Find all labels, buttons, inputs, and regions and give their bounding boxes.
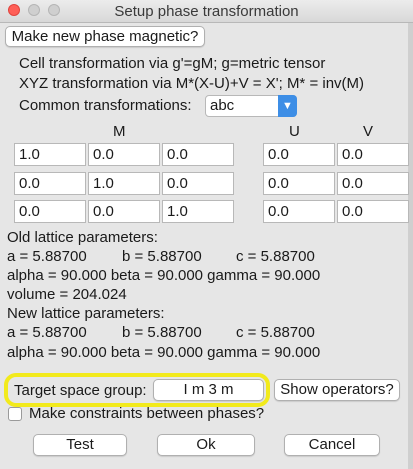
matrix-m-cell[interactable]: 1.0 bbox=[88, 172, 160, 195]
old-lattice-a: a = 5.88700 bbox=[7, 248, 87, 265]
matrix-m-cell[interactable]: 0.0 bbox=[88, 200, 160, 223]
constraints-checkbox[interactable] bbox=[8, 407, 22, 421]
minimize-window-button[interactable] bbox=[28, 4, 40, 16]
common-transformations-value: abc bbox=[210, 97, 235, 114]
vector-v-cell[interactable]: 0.0 bbox=[337, 143, 409, 166]
constraints-label: Make constraints between phases? bbox=[29, 405, 265, 422]
old-lattice-heading: Old lattice parameters: bbox=[7, 229, 158, 246]
common-transformations-label: Common transformations: bbox=[19, 97, 192, 114]
matrix-m-cell[interactable]: 0.0 bbox=[162, 172, 234, 195]
make-magnetic-button[interactable]: Make new phase magnetic? bbox=[5, 26, 205, 47]
matrix-m-cell[interactable]: 1.0 bbox=[162, 200, 234, 223]
new-lattice-a: a = 5.88700 bbox=[7, 324, 87, 341]
new-lattice-angles: alpha = 90.000 beta = 90.000 gamma = 90.… bbox=[7, 344, 321, 361]
cancel-button[interactable]: Cancel bbox=[284, 434, 380, 456]
vector-u-cell[interactable]: 0.0 bbox=[263, 143, 335, 166]
close-window-button[interactable] bbox=[8, 4, 20, 16]
matrix-m-cell[interactable]: 0.0 bbox=[14, 200, 86, 223]
title-bar: Setup phase transformation bbox=[0, 0, 413, 23]
vector-u-header: U bbox=[289, 123, 300, 140]
chevron-down-icon: ▼ bbox=[278, 95, 297, 117]
new-lattice-heading: New lattice parameters: bbox=[7, 305, 165, 322]
ok-button[interactable]: Ok bbox=[157, 434, 255, 456]
old-lattice-c: c = 5.88700 bbox=[236, 248, 315, 265]
xyz-transformation-info: XYZ transformation via M*(X-U)+V = X'; M… bbox=[19, 75, 365, 92]
vector-u-cell[interactable]: 0.0 bbox=[263, 200, 335, 223]
matrix-m-cell[interactable]: 0.0 bbox=[14, 172, 86, 195]
window-edge bbox=[408, 23, 413, 469]
cell-transformation-info: Cell transformation via g'=gM; g=metric … bbox=[19, 55, 326, 72]
old-lattice-angles: alpha = 90.000 beta = 90.000 gamma = 90.… bbox=[7, 267, 321, 284]
matrix-m-cell[interactable]: 0.0 bbox=[88, 143, 160, 166]
window-title: Setup phase transformation bbox=[114, 3, 299, 20]
zoom-window-button[interactable] bbox=[48, 4, 60, 16]
show-operators-button[interactable]: Show operators? bbox=[274, 379, 400, 401]
space-group-input[interactable]: I m 3 m bbox=[153, 379, 264, 401]
space-group-highlight bbox=[4, 373, 270, 407]
matrix-m-cell[interactable]: 1.0 bbox=[14, 143, 86, 166]
old-lattice-b: b = 5.88700 bbox=[122, 248, 202, 265]
common-transformations-select[interactable]: abc ▼ bbox=[205, 95, 297, 117]
vector-u-cell[interactable]: 0.0 bbox=[263, 172, 335, 195]
vector-v-cell[interactable]: 0.0 bbox=[337, 172, 409, 195]
new-lattice-b: b = 5.88700 bbox=[122, 324, 202, 341]
vector-v-cell[interactable]: 0.0 bbox=[337, 200, 409, 223]
target-space-group-label: Target space group: bbox=[14, 382, 147, 399]
new-lattice-c: c = 5.88700 bbox=[236, 324, 315, 341]
matrix-m-cell[interactable]: 0.0 bbox=[162, 143, 234, 166]
test-button[interactable]: Test bbox=[33, 434, 127, 456]
matrix-m-header: M bbox=[113, 123, 126, 140]
vector-v-header: V bbox=[363, 123, 374, 140]
old-lattice-volume: volume = 204.024 bbox=[7, 286, 127, 303]
